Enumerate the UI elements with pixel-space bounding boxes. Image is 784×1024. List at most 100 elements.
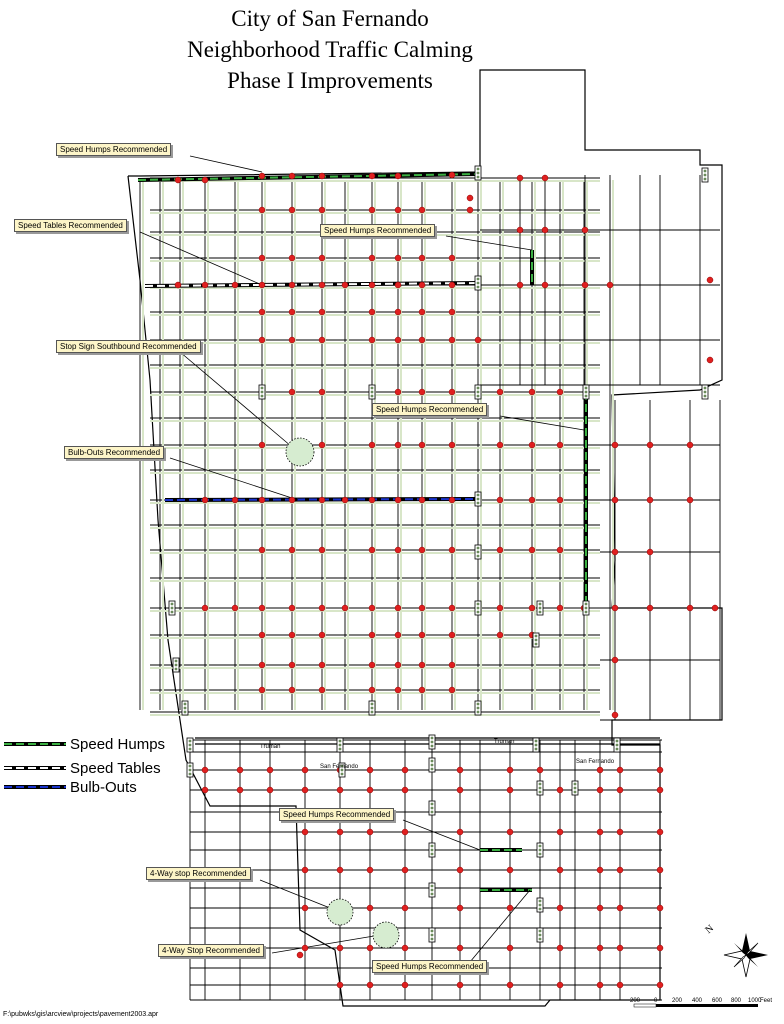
intersection-dot: [258, 336, 266, 344]
intersection-dot: [516, 281, 524, 289]
intersection-dot: [258, 631, 266, 639]
map-title-line-2: Neighborhood Traffic Calming: [187, 37, 473, 62]
intersection-dot: [596, 828, 604, 836]
legend-speed-humps: Speed Humps: [4, 734, 165, 754]
intersection-dot: [288, 686, 296, 694]
intersection-dot: [318, 308, 326, 316]
intersection-dot: [686, 496, 694, 504]
intersection-dot: [528, 546, 536, 554]
callout-leader: [139, 231, 263, 286]
intersection-dot: [174, 176, 182, 184]
intersection-dot: [318, 604, 326, 612]
intersection-dot: [506, 766, 514, 774]
callout-speed-tables: Speed Tables Recommended: [14, 219, 127, 232]
intersection-dot: [336, 786, 344, 794]
intersection-dot: [318, 496, 326, 504]
intersection-dot: [301, 766, 309, 774]
intersection-dot: [448, 336, 456, 344]
traffic-signal-icon: [474, 544, 482, 560]
intersection-dot: [288, 546, 296, 554]
intersection-dot: [288, 206, 296, 214]
intersection-dot: [506, 981, 514, 989]
callout-leader: [189, 155, 263, 173]
intersection-dot: [258, 206, 266, 214]
speed-hump-line-dash: [137, 173, 479, 181]
intersection-dot: [336, 866, 344, 874]
intersection-dot: [394, 308, 402, 316]
traffic-signal-icon: [186, 737, 194, 753]
intersection-dot: [318, 631, 326, 639]
intersection-dot: [318, 546, 326, 554]
intersection-dot: [258, 604, 266, 612]
intersection-dot: [301, 786, 309, 794]
traffic-signal-icon: [428, 927, 436, 943]
traffic-signal-icon: [172, 657, 180, 673]
intersection-dot: [201, 176, 209, 184]
intersection-dot: [288, 388, 296, 396]
intersection-dot: [711, 604, 719, 612]
stop-sign-circle: [326, 898, 354, 926]
legend-speed-tables: Speed Tables: [4, 758, 161, 778]
intersection-dot: [456, 766, 464, 774]
intersection-dot: [394, 631, 402, 639]
intersection-dot: [448, 604, 456, 612]
intersection-dot: [401, 866, 409, 874]
callout-speed-humps-2: Speed Humps Recommended: [320, 224, 436, 237]
traffic-signal-icon: [532, 737, 540, 753]
intersection-dot: [418, 281, 426, 289]
intersection-dot: [556, 828, 564, 836]
intersection-dot: [336, 981, 344, 989]
callout-bulb-outs: Bulb-Outs Recommended: [64, 446, 165, 459]
intersection-dot: [418, 254, 426, 262]
north-arrow-icon: [723, 933, 768, 978]
intersection-dot: [318, 281, 326, 289]
intersection-dot: [606, 281, 614, 289]
intersection-dot: [288, 254, 296, 262]
intersection-dot: [556, 388, 564, 396]
intersection-dot: [418, 604, 426, 612]
traffic-signal-icon: [701, 167, 709, 183]
intersection-dot: [236, 786, 244, 794]
scale-tick-3: 200: [672, 998, 683, 1004]
traffic-signal-icon: [368, 700, 376, 716]
intersection-dot: [541, 174, 549, 182]
intersection-dot: [401, 944, 409, 952]
intersection-dot: [516, 226, 524, 234]
traffic-signal-icon: [474, 384, 482, 400]
intersection-dot: [368, 686, 376, 694]
intersection-dot: [496, 388, 504, 396]
scale-tick-6: 800: [731, 998, 742, 1004]
intersection-dot: [448, 441, 456, 449]
bulb-outs-swatch: [4, 785, 66, 789]
legend-bulb-outs: Bulb-Outs: [4, 777, 137, 797]
intersection-dot: [258, 254, 266, 262]
intersection-dot: [496, 496, 504, 504]
intersection-dot: [341, 496, 349, 504]
intersection-dot: [231, 496, 239, 504]
intersection-dot: [231, 281, 239, 289]
traffic-signal-icon: [474, 491, 482, 507]
intersection-dot: [288, 631, 296, 639]
intersection-dot: [611, 656, 619, 664]
intersection-dot: [368, 336, 376, 344]
traffic-signal-icon: [536, 780, 544, 796]
intersection-dots: [174, 171, 719, 989]
intersection-dot: [366, 766, 374, 774]
intersection-dot: [368, 546, 376, 554]
traffic-signal-icon: [474, 165, 482, 181]
traffic-signal-icon: [571, 780, 579, 796]
street-label-truman-east: Truman: [494, 739, 515, 745]
intersection-dot: [616, 981, 624, 989]
intersection-dot: [448, 281, 456, 289]
intersection-dot: [288, 172, 296, 180]
intersection-dot: [288, 336, 296, 344]
traffic-signal-icon: [582, 384, 590, 400]
intersection-dot: [394, 336, 402, 344]
intersection-dot: [528, 441, 536, 449]
intersection-dot: [706, 276, 714, 284]
intersection-dot: [236, 766, 244, 774]
intersection-dot: [506, 904, 514, 912]
intersection-dot: [528, 388, 536, 396]
